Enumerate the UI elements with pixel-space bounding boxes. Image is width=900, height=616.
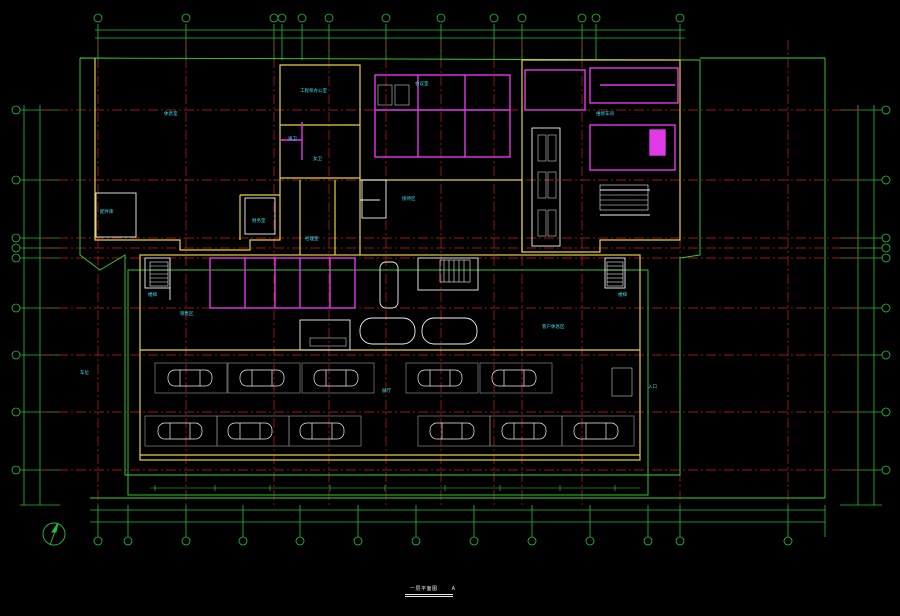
title-underline <box>405 594 453 595</box>
drawing-title: 一层平面图 A <box>410 585 456 592</box>
room-label-sales: 销售区 <box>180 310 194 317</box>
room-label-meeting: 会议室 <box>415 80 429 87</box>
title-underline-2 <box>405 596 453 597</box>
north-arrow-icon <box>42 522 66 546</box>
office-partitions <box>209 67 679 309</box>
room-label-parking: 车位 <box>80 369 89 376</box>
room-label-service: 维修车间 <box>596 110 614 117</box>
building-walls <box>94 58 681 461</box>
room-label-showroom: 展厅 <box>382 388 391 394</box>
room-label-storage: 配件库 <box>100 208 114 215</box>
car-icon <box>144 362 635 447</box>
room-label-finance: 财务室 <box>252 217 266 224</box>
stair-icon <box>149 184 649 287</box>
workstation-furniture <box>309 84 633 397</box>
drawing-scale-text: A <box>451 586 456 592</box>
room-label-stair-2: 楼梯 <box>618 291 627 298</box>
room-label-wc-male: 男卫 <box>288 136 297 142</box>
dimension-ticks <box>150 485 640 491</box>
room-label-manager: 经理室 <box>305 235 319 242</box>
room-label-stair-1: 楼梯 <box>148 291 157 298</box>
drawing-title-text: 一层平面图 <box>410 586 438 592</box>
bottom-axis-grid <box>90 505 826 546</box>
room-label-reception: 接待区 <box>402 195 416 202</box>
room-label-wc-female: 女卫 <box>313 155 322 162</box>
room-label-entrance: 入口 <box>648 384 657 390</box>
room-label-office-2: 休息室 <box>164 110 178 117</box>
room-label-lounge: 客户休息区 <box>542 323 565 330</box>
site-boundary <box>79 57 826 499</box>
room-label-office-1: 工程师办公室 <box>300 87 327 94</box>
